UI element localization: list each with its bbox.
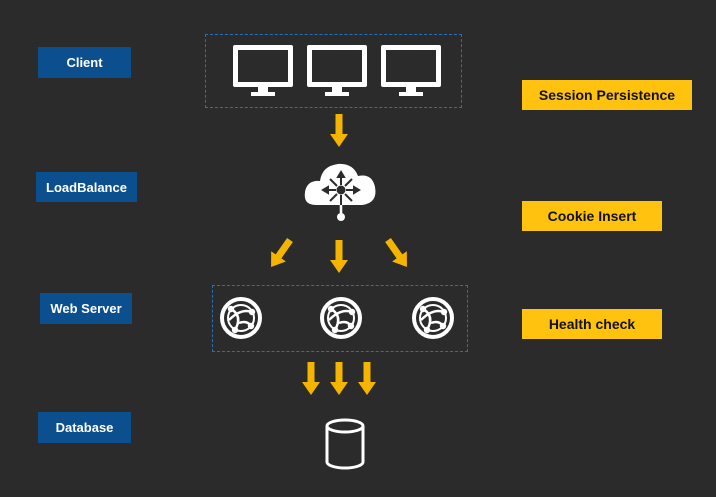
web-server-group: [212, 285, 468, 352]
arrow-down-icon: [330, 240, 348, 273]
web-server-tier-label: Web Server: [40, 293, 132, 324]
database-tier-label: Database: [38, 412, 131, 443]
client-group: [205, 34, 462, 108]
web-server-globe-icon: [220, 297, 262, 339]
arrow-down-right-icon: [380, 234, 415, 273]
web-server-globe-icon: [412, 297, 454, 339]
client-tier-label: Client: [38, 47, 131, 78]
arrow-down-left-icon: [263, 234, 298, 273]
arrow-down-icon: [302, 362, 320, 395]
monitor-icon: [381, 45, 441, 96]
health-check-label: Health check: [522, 309, 662, 339]
loadbalance-tier-label: LoadBalance: [36, 172, 137, 202]
arrow-down-icon: [358, 362, 376, 395]
monitor-icon: [233, 45, 293, 96]
session-persistence-label: Session Persistence: [522, 80, 692, 110]
cookie-insert-label: Cookie Insert: [522, 201, 662, 231]
web-server-globe-icon: [320, 297, 362, 339]
cloud-load-balancer-icon: [304, 163, 376, 221]
monitor-icon: [307, 45, 367, 96]
database-cylinder-icon: [325, 418, 365, 470]
arrow-down-icon: [330, 114, 348, 147]
arrow-down-icon: [330, 362, 348, 395]
